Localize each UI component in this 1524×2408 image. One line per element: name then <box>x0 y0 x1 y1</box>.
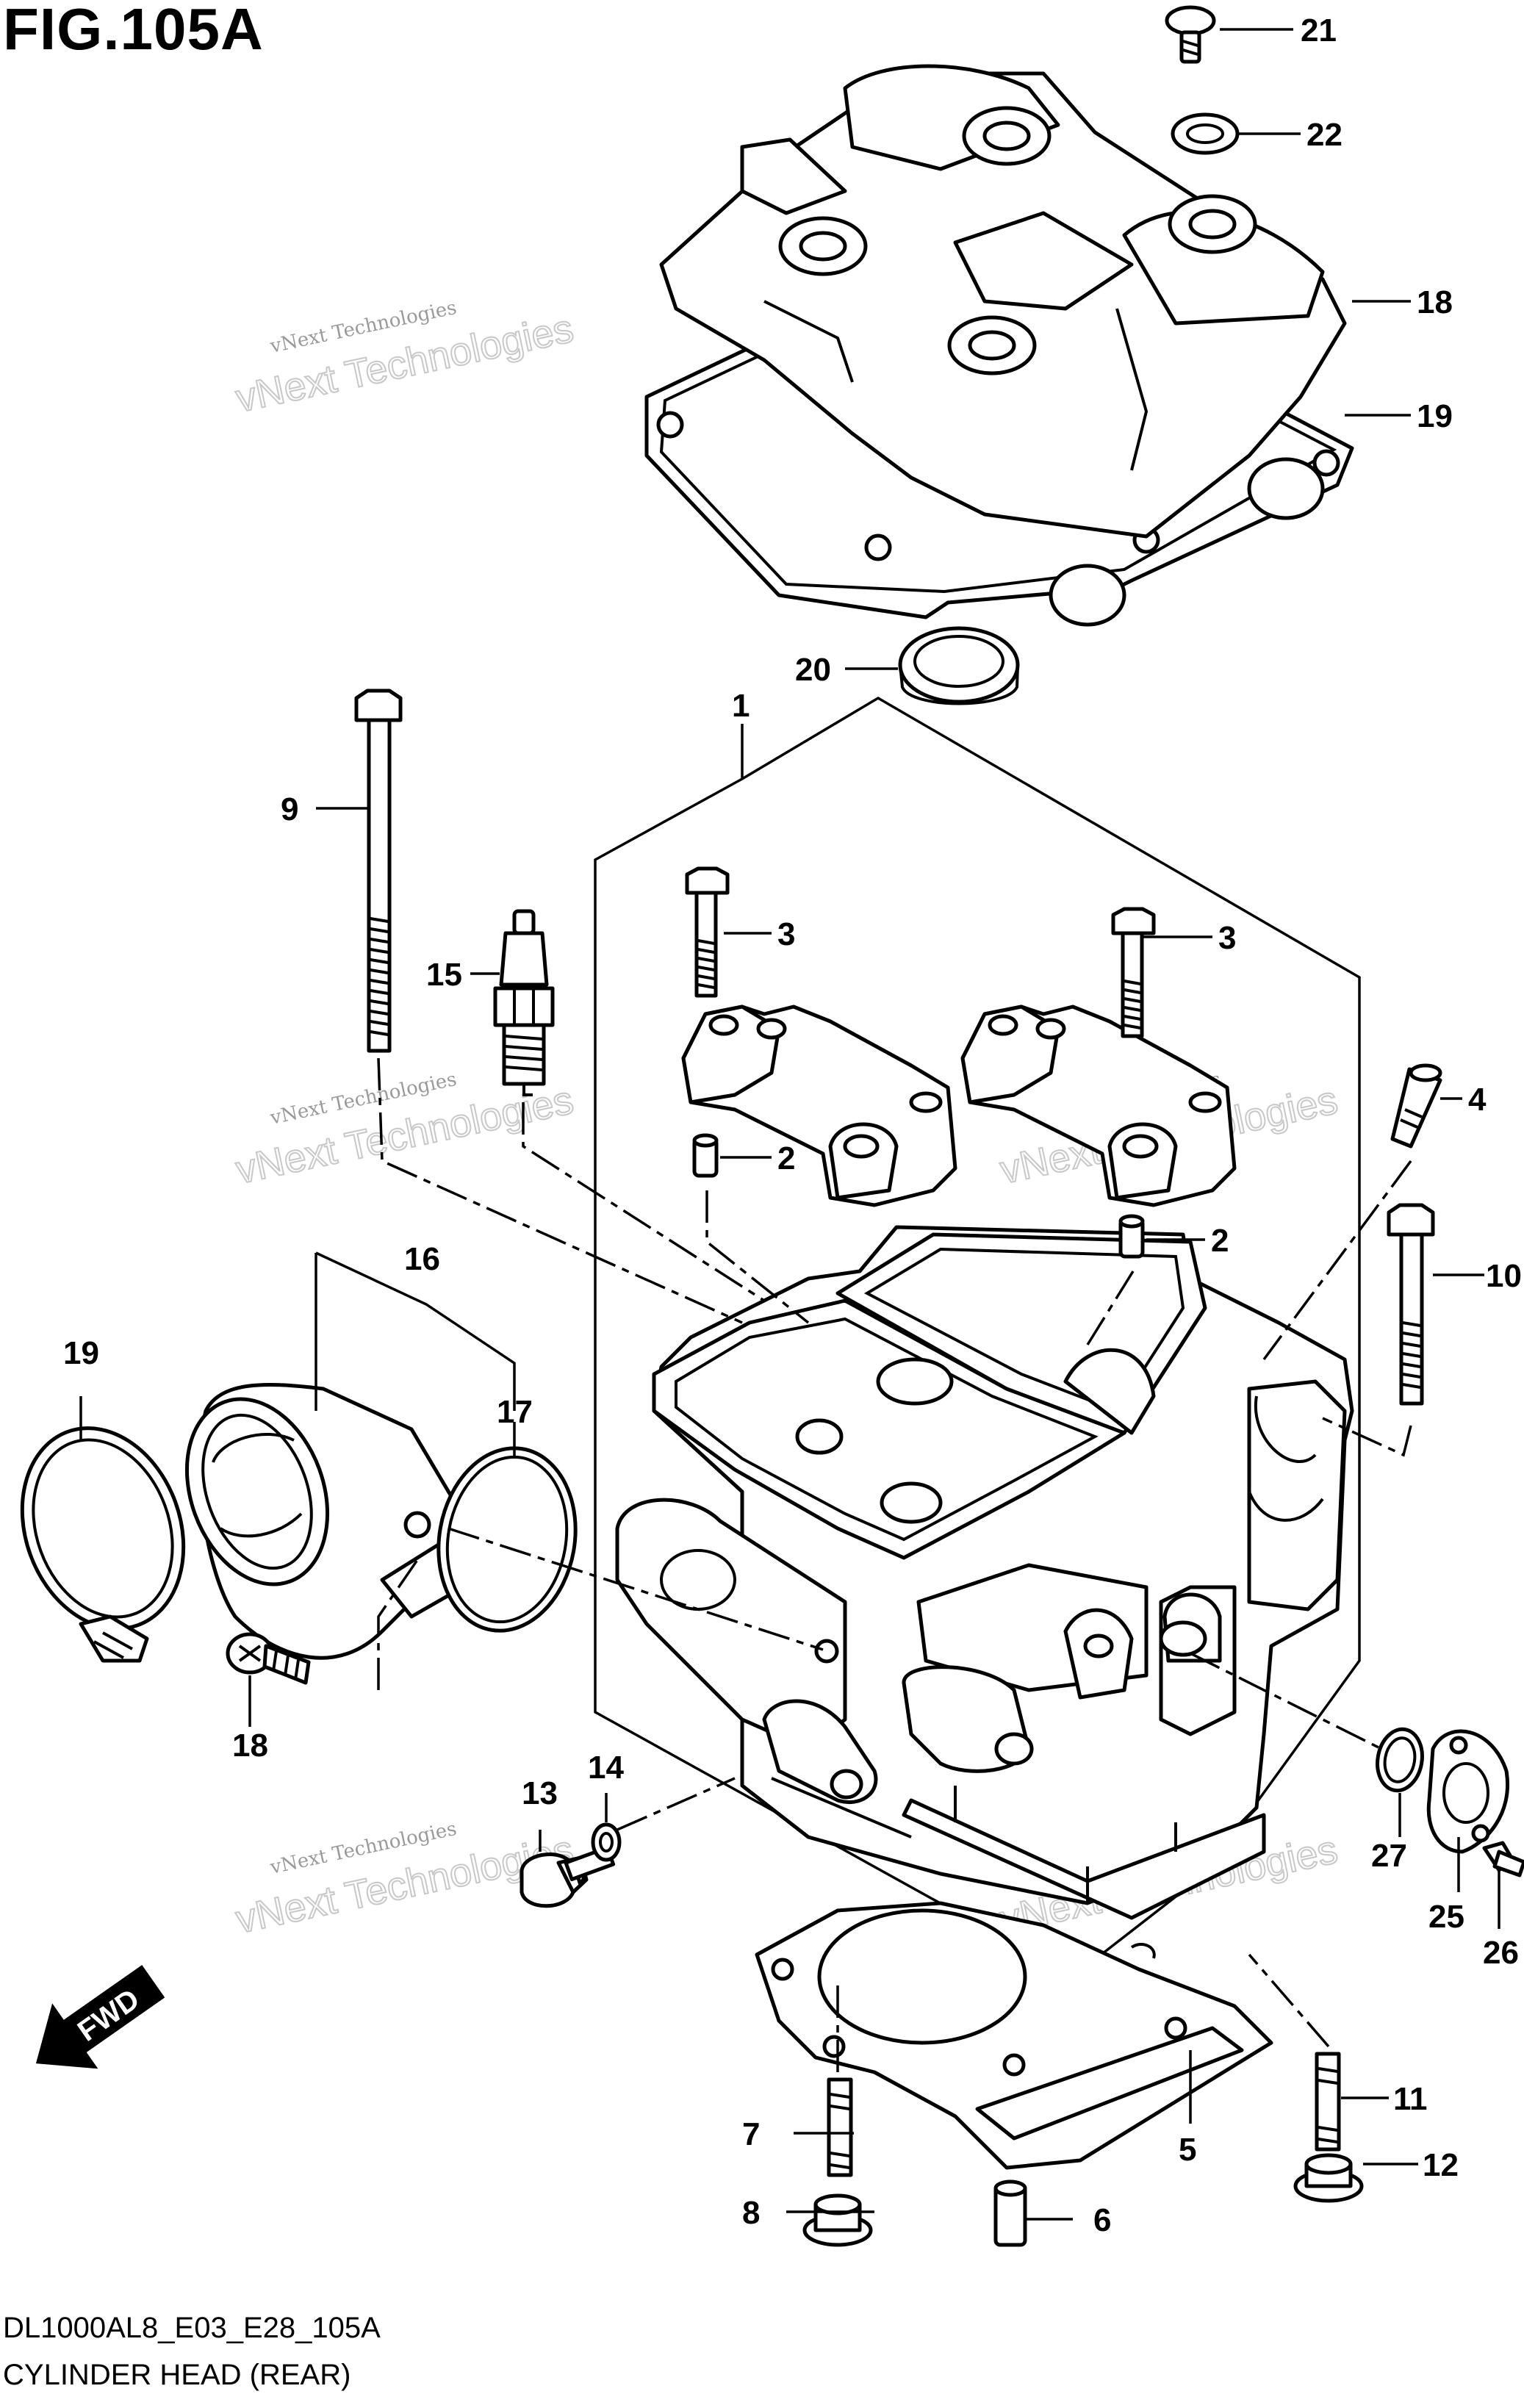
callout-13: 13 <box>522 1775 558 1811</box>
cylinder-head-body <box>615 1225 1354 1920</box>
callout-5: 5 <box>1179 2132 1196 2168</box>
part-15-spark-plug <box>493 909 555 1096</box>
part-11-stud-bolt <box>1315 2052 1341 2152</box>
assembly-lines <box>377 1057 1412 2072</box>
part-10-bolt <box>1387 1203 1435 1406</box>
part-27-gasket <box>1376 1727 1424 1793</box>
callout-12: 12 <box>1423 2147 1459 2183</box>
part-17-o-ring <box>436 1446 578 1633</box>
camshaft-holder-right <box>960 1004 1237 1207</box>
callout-6: 6 <box>1093 2202 1111 2238</box>
diagram-code: DL1000AL8_E03_E28_105A <box>3 2312 381 2344</box>
part-5-head-gasket <box>755 1901 1273 2170</box>
cylinder-head-cover <box>659 64 1347 627</box>
part-23-cover-bolt <box>1165 5 1216 64</box>
callout-22: 20 <box>795 652 831 688</box>
part-8-flange-nut <box>802 2193 873 2247</box>
callout-2: 2 <box>777 1140 795 1176</box>
diagram-name: CYLINDER HEAD (REAR) <box>3 2359 351 2391</box>
callout-10: 10 <box>1486 1258 1522 1294</box>
callout-19: 19 <box>63 1335 99 1371</box>
part-2-dowel-pin-left <box>692 1133 719 1178</box>
callout-16: 16 <box>404 1241 440 1277</box>
part-6-dowel-pin <box>993 2179 1027 2247</box>
callout-3: 3 <box>777 916 795 952</box>
callout-20: 18 <box>1417 284 1453 320</box>
part-26-bolt <box>1482 1841 1524 1877</box>
callout-2: 2 <box>1211 1223 1229 1259</box>
fwd-arrow-icon <box>35 1965 165 2069</box>
callout-27: 27 <box>1371 1838 1407 1874</box>
callout-9: 9 <box>281 791 298 827</box>
part-14-washer <box>591 1822 622 1862</box>
part-3-bolt-right <box>1111 907 1156 1038</box>
callouts: 21 22 18 19 20 1 3 3 2 2 4 10 9 15 16 17… <box>63 12 1522 2238</box>
callout-7: 7 <box>742 2116 760 2152</box>
part-9-long-bolt <box>354 689 403 1053</box>
camshaft-holder-left <box>681 1004 957 1207</box>
forward-arrow: FWD <box>35 1965 165 2069</box>
callout-25: 25 <box>1428 1899 1464 1935</box>
callout-1: 1 <box>732 688 750 724</box>
callout-23: 21 <box>1301 12 1337 48</box>
callout-17: 17 <box>497 1394 533 1430</box>
part-12-flange-nut <box>1293 2153 1364 2203</box>
callout-18: 18 <box>232 1728 268 1764</box>
callout-14: 14 <box>588 1750 624 1786</box>
part-4-stud-pin <box>1390 1063 1442 1149</box>
part-16-intake-pipe <box>184 1382 472 1660</box>
part-2-dowel-pin-right <box>1118 1214 1145 1259</box>
part-25-cover-plate <box>1426 1729 1509 1854</box>
callout-11: 11 <box>1393 2081 1428 2117</box>
callout-24: 22 <box>1306 117 1343 153</box>
part-7-stud-bolt <box>827 2077 853 2177</box>
figure-title: FIG.105A <box>3 0 264 62</box>
part-24-cover-washer <box>1171 112 1240 155</box>
callout-8: 8 <box>742 2195 760 2231</box>
part-18-screw <box>226 1632 311 1685</box>
part-22-seal-ring <box>898 626 1020 705</box>
leader-lines <box>79 28 1500 2221</box>
part-19-hose-clamp <box>20 1426 186 1663</box>
part-3-bolt-left <box>685 866 730 998</box>
callout-21: 19 <box>1417 398 1453 434</box>
callout-15: 15 <box>426 957 462 993</box>
callout-4: 4 <box>1468 1082 1487 1118</box>
callout-26: 26 <box>1483 1935 1519 1971</box>
callout-3: 3 <box>1218 920 1236 956</box>
